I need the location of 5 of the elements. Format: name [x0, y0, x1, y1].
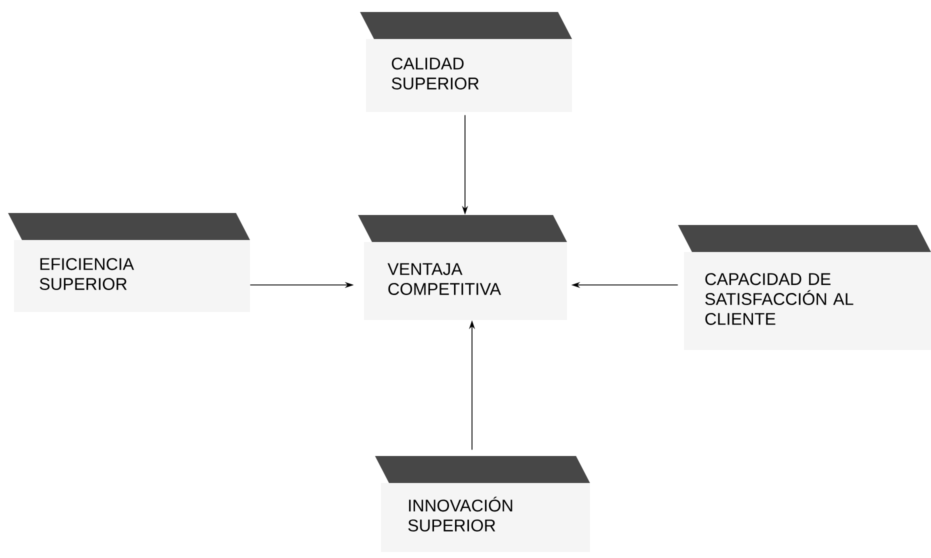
parallelogram-box: CALIDAD SUPERIOR — [360, 12, 572, 112]
parallelogram-box: VENTAJA COMPETITIVA — [358, 214, 567, 320]
parallelogram-box: EFICIENCIA SUPERIOR — [8, 212, 250, 312]
parallelogram-box: INNOVACIÓN SUPERIOR — [375, 456, 590, 552]
parallelogram-box: CAPACIDAD DE SATISFACCIÓN AL CLIENTE — [678, 224, 931, 350]
